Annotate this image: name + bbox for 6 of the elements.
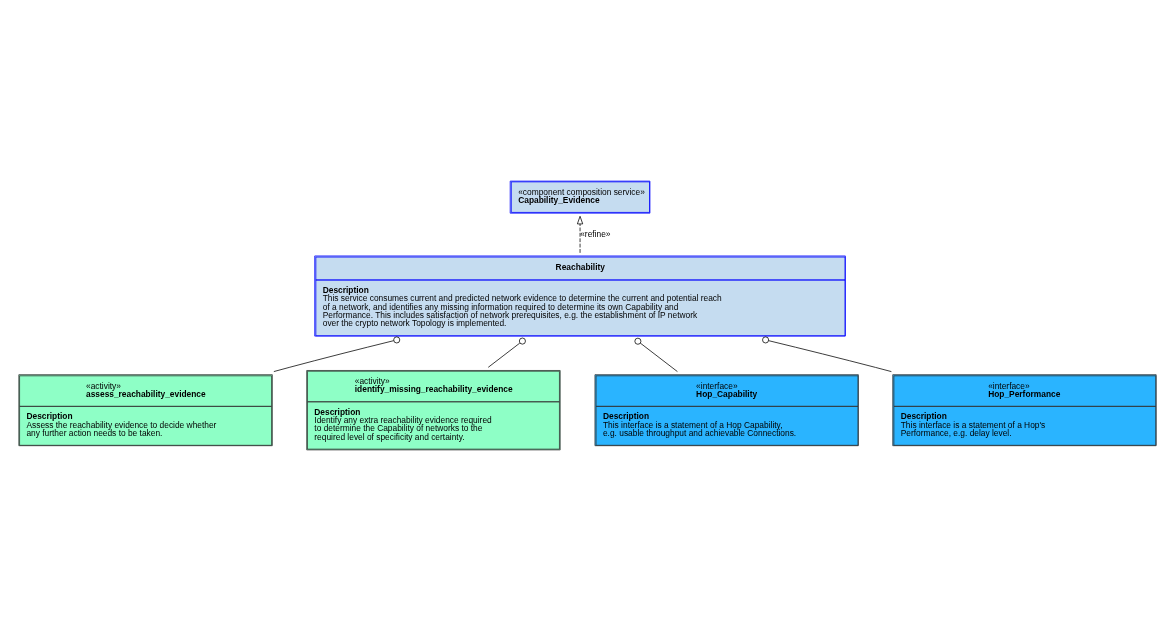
connector [762, 336, 892, 372]
arrow [577, 215, 584, 253]
connector [487, 337, 526, 368]
connector [273, 336, 401, 372]
edge-label: «refine» [580, 228, 611, 239]
connector [634, 337, 678, 372]
